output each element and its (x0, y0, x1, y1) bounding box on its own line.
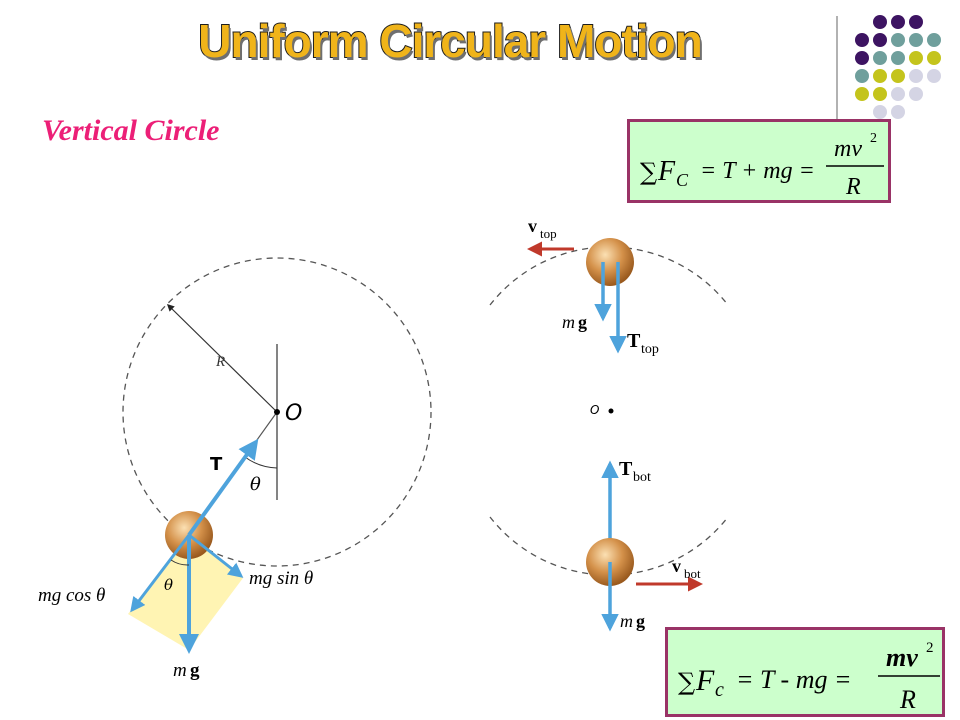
top-ball (586, 238, 634, 286)
eq-top-F: F (657, 156, 676, 187)
tension-bottom-label: T (619, 458, 633, 480)
weight-label-m: m (173, 660, 187, 681)
tension-label: T (210, 454, 223, 475)
mg-bottom-label-g: g (636, 611, 645, 631)
decorative-dot (891, 15, 905, 29)
slide-subtitle: Vertical Circle (42, 114, 220, 147)
velocity-bottom-sub: bot (684, 566, 701, 581)
mgsin-label: mg sin θ (249, 568, 313, 589)
decorative-dot (909, 33, 923, 47)
mg-top-label-g: g (578, 312, 587, 332)
angle-arc (244, 456, 278, 469)
decorative-dot (855, 87, 869, 101)
mgsin-arrow (188, 533, 244, 578)
right-center-label: O (590, 403, 599, 417)
mg-top-label-m: m (562, 312, 575, 332)
eq-bot-rhs: = T - mg = (736, 665, 852, 694)
center-point (274, 409, 280, 415)
eq-bot-exponent: 2 (926, 640, 934, 656)
eq-top-denominator: R (845, 174, 861, 200)
decorative-dot (873, 15, 887, 29)
eq-bot-sub: c (715, 679, 724, 701)
decorative-dot (891, 51, 905, 65)
eq-bot-numerator: mv (886, 643, 918, 672)
mgcos-arrow (130, 534, 191, 613)
eq-bot-sum: ∑ (678, 668, 695, 696)
tension-arrow (187, 438, 259, 537)
right-diagram: v top m g T top O T bot v bot m g (489, 216, 729, 632)
eq-bot-F: F (695, 664, 715, 697)
decorative-dot (891, 33, 905, 47)
tension-top-sub: top (641, 342, 659, 357)
radius-line (166, 303, 278, 413)
eq-top-exponent: 2 (870, 131, 877, 146)
decorative-dot (873, 87, 887, 101)
tension-bottom-sub: bot (633, 470, 651, 485)
slide-title: Uniform Circular Motion (197, 14, 703, 68)
decorative-dot (927, 33, 941, 47)
eq-bot-denominator: R (899, 685, 916, 714)
decorative-dot (909, 87, 923, 101)
inner-angle-label: θ (164, 576, 173, 594)
radius-label: R (215, 354, 225, 370)
equation-top-svg: ∑ F C = T + mg = mv 2 R (640, 131, 884, 200)
component-triangle (128, 535, 243, 650)
tension-top-label: T (627, 330, 641, 352)
decorative-dot (891, 87, 905, 101)
decorative-dot (873, 69, 887, 83)
right-center-point (608, 408, 614, 414)
equation-box-top: ∑ F C = T + mg = mv 2 R (627, 119, 891, 203)
left-diagram: R O T θ θ mg cos θ mg sin θ m g (38, 257, 432, 681)
decorative-dot (855, 33, 869, 47)
decorative-dot (909, 51, 923, 65)
decorative-dot (927, 69, 941, 83)
decorative-dot (873, 105, 887, 119)
eq-top-sum: ∑ (640, 158, 657, 186)
weight-label-g: g (190, 660, 200, 681)
velocity-top-label: v (528, 216, 537, 236)
velocity-top-sub: top (540, 226, 557, 241)
center-label: O (285, 401, 302, 426)
decorative-dot (873, 51, 887, 65)
mgcos-label: mg cos θ (38, 585, 105, 606)
decorative-dot (909, 15, 923, 29)
equation-bottom-svg: ∑ F c = T - mg = mv 2 R (678, 640, 940, 714)
inner-angle-arc (170, 559, 190, 566)
mg-bottom-label-m: m (620, 611, 633, 631)
decorative-dot (909, 69, 923, 83)
angle-label: θ (250, 474, 261, 495)
decorative-dot (855, 69, 869, 83)
decorative-dot (873, 33, 887, 47)
eq-top-numerator: mv (834, 136, 862, 162)
velocity-bottom-label: v (672, 556, 681, 576)
decorative-dot (927, 51, 941, 65)
left-dashed-circle (122, 257, 432, 567)
equation-box-bottom: ∑ F c = T - mg = mv 2 R (665, 627, 945, 717)
decorative-dot (891, 69, 905, 83)
eq-top-rhs: = T + mg = (700, 158, 815, 184)
decorative-dot (891, 105, 905, 119)
eq-top-sub: C (676, 170, 689, 190)
decorative-dot (855, 51, 869, 65)
